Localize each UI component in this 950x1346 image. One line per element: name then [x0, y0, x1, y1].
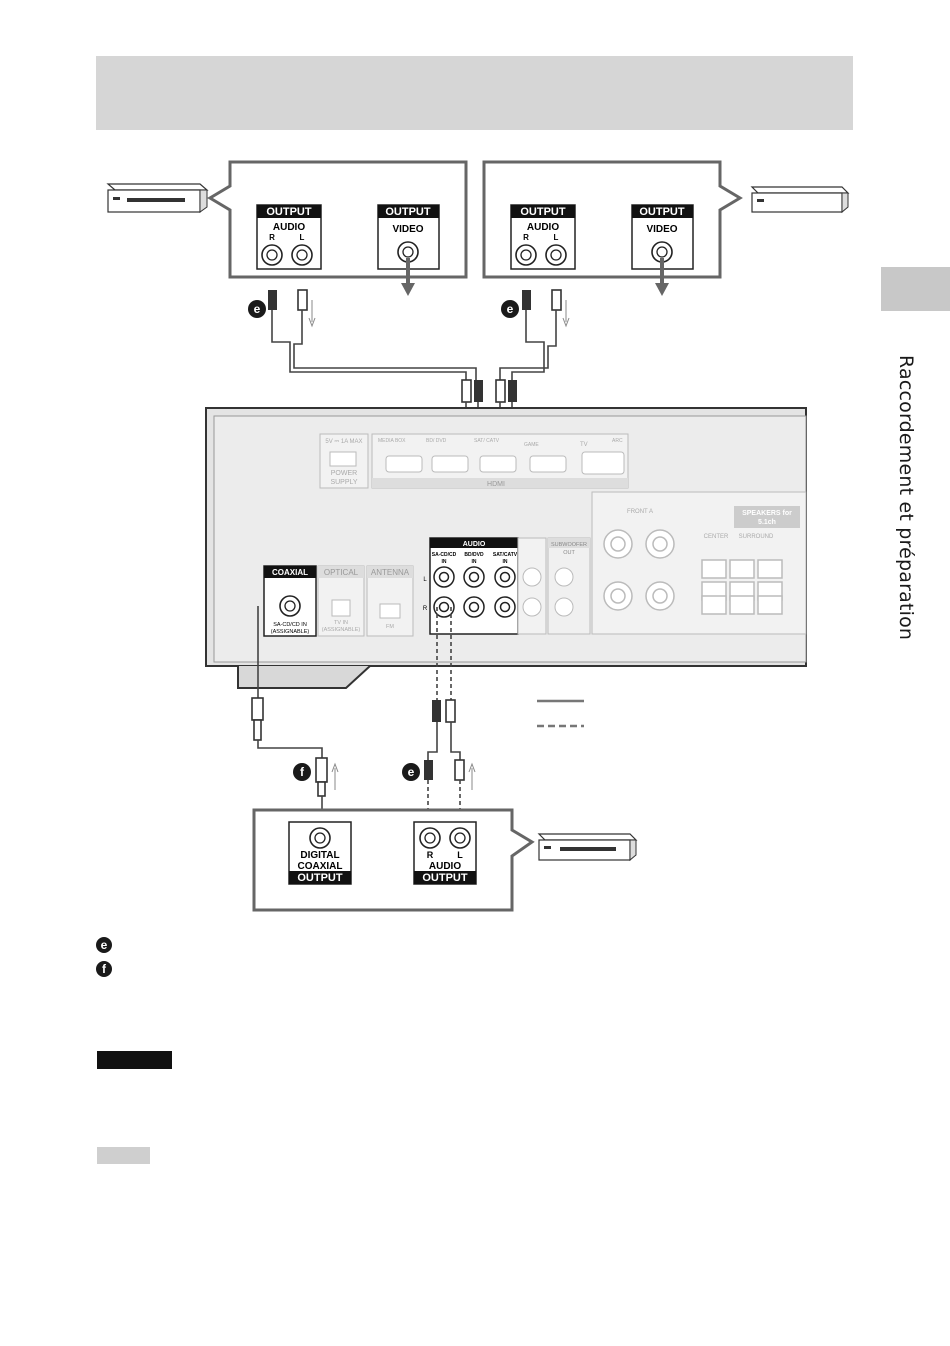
- svg-text:IN: IN: [503, 559, 508, 565]
- svg-text:BD/DVD: BD/DVD: [464, 552, 484, 558]
- receiver-rear-panel: 5V ⎓ 1A MAX POWER SUPPLY MEDIA BOX BD/ D…: [205, 407, 807, 689]
- svg-text:e: e: [254, 302, 261, 316]
- bottom-player-output-panel: DIGITAL COAXIAL OUTPUT R L AUDIO OUTPUT: [252, 808, 535, 912]
- badge-e-right: [501, 300, 519, 318]
- player-left-output-panel: OUTPUT AUDIO R L OUTPUT VIDEO: [207, 160, 468, 296]
- svg-text:5V ⎓ 1A MAX: 5V ⎓ 1A MAX: [325, 439, 362, 445]
- svg-text:SAT/ CATV: SAT/ CATV: [474, 438, 500, 444]
- svg-text:R: R: [427, 850, 434, 860]
- player-bottom-icon: [537, 833, 638, 862]
- legend-e: e: [96, 937, 112, 953]
- svg-text:SUBWOOFER: SUBWOOFER: [551, 542, 587, 548]
- svg-text:L: L: [457, 850, 463, 860]
- note-heading-bar: [97, 1051, 172, 1069]
- svg-text:TV: TV: [580, 442, 588, 448]
- svg-text:FM: FM: [386, 624, 394, 630]
- tip-heading-bar: [97, 1147, 150, 1164]
- svg-text:R: R: [523, 233, 529, 242]
- svg-text:(ASSIGNABLE): (ASSIGNABLE): [322, 627, 361, 633]
- svg-text:e: e: [408, 765, 415, 779]
- svg-text:L: L: [300, 233, 305, 242]
- svg-text:SA-CD/CD IN: SA-CD/CD IN: [273, 622, 307, 628]
- player-left-icon: [106, 183, 209, 213]
- svg-text:COAXIAL: COAXIAL: [298, 861, 343, 872]
- svg-text:IN: IN: [442, 559, 447, 565]
- svg-text:BD/ DVD: BD/ DVD: [426, 438, 447, 444]
- svg-text:AUDIO: AUDIO: [527, 222, 559, 233]
- svg-text:GAME: GAME: [524, 442, 539, 448]
- svg-text:TV IN: TV IN: [334, 620, 348, 626]
- svg-text:e: e: [507, 302, 514, 316]
- svg-text:(ASSIGNABLE): (ASSIGNABLE): [271, 629, 310, 635]
- svg-text:HDMI: HDMI: [487, 481, 505, 488]
- player-right-output-panel: OUTPUT AUDIO R L OUTPUT VIDEO: [482, 160, 743, 296]
- svg-text:CENTER: CENTER: [704, 534, 729, 540]
- svg-text:f: f: [300, 765, 305, 779]
- player-right-icon: [750, 186, 850, 214]
- badge-e-icon: e: [96, 937, 112, 953]
- svg-text:ARC: ARC: [612, 438, 623, 444]
- svg-text:VIDEO: VIDEO: [646, 224, 677, 235]
- svg-text:ANTENNA: ANTENNA: [371, 568, 410, 577]
- svg-text:POWER: POWER: [331, 470, 357, 477]
- svg-text:OUT: OUT: [563, 550, 575, 556]
- badge-e-bottom: [402, 763, 420, 781]
- svg-text:SURROUND: SURROUND: [739, 534, 774, 540]
- chapter-tab: [881, 267, 950, 311]
- svg-text:AUDIO: AUDIO: [429, 861, 461, 872]
- svg-text:FRONT A: FRONT A: [627, 509, 653, 515]
- legend-f: f: [96, 961, 112, 977]
- svg-text:R: R: [423, 606, 428, 612]
- svg-text:SA-CD/CD: SA-CD/CD: [432, 552, 457, 558]
- svg-text:OUTPUT: OUTPUT: [520, 206, 566, 218]
- svg-text:AUDIO: AUDIO: [463, 541, 486, 548]
- svg-text:5.1ch: 5.1ch: [758, 519, 776, 526]
- svg-text:OUTPUT: OUTPUT: [297, 872, 343, 884]
- section-header-bar: [96, 56, 853, 130]
- svg-text:DIGITAL: DIGITAL: [300, 850, 339, 861]
- bottom-cables: [251, 606, 584, 838]
- svg-text:COAXIAL: COAXIAL: [272, 568, 308, 577]
- svg-text:SPEAKERS for: SPEAKERS for: [742, 510, 792, 517]
- svg-text:IN: IN: [472, 559, 477, 565]
- svg-text:OUTPUT: OUTPUT: [385, 206, 431, 218]
- svg-text:L: L: [423, 577, 427, 583]
- svg-text:OUTPUT: OUTPUT: [422, 872, 468, 884]
- svg-text:OUTPUT: OUTPUT: [266, 206, 312, 218]
- svg-text:L: L: [554, 233, 559, 242]
- svg-text:VIDEO: VIDEO: [392, 224, 423, 235]
- svg-text:R: R: [269, 233, 275, 242]
- badge-e-left: [248, 300, 266, 318]
- badge-f-icon: f: [96, 961, 112, 977]
- svg-text:OPTICAL: OPTICAL: [324, 568, 359, 577]
- svg-text:AUDIO: AUDIO: [273, 222, 305, 233]
- svg-text:SUPPLY: SUPPLY: [330, 479, 357, 486]
- chapter-title: Raccordement et préparation: [895, 355, 917, 641]
- svg-text:SAT/CATV: SAT/CATV: [493, 552, 518, 558]
- svg-text:OUTPUT: OUTPUT: [639, 206, 685, 218]
- svg-text:MEDIA BOX: MEDIA BOX: [378, 438, 406, 444]
- badge-f-bottom: [293, 763, 311, 781]
